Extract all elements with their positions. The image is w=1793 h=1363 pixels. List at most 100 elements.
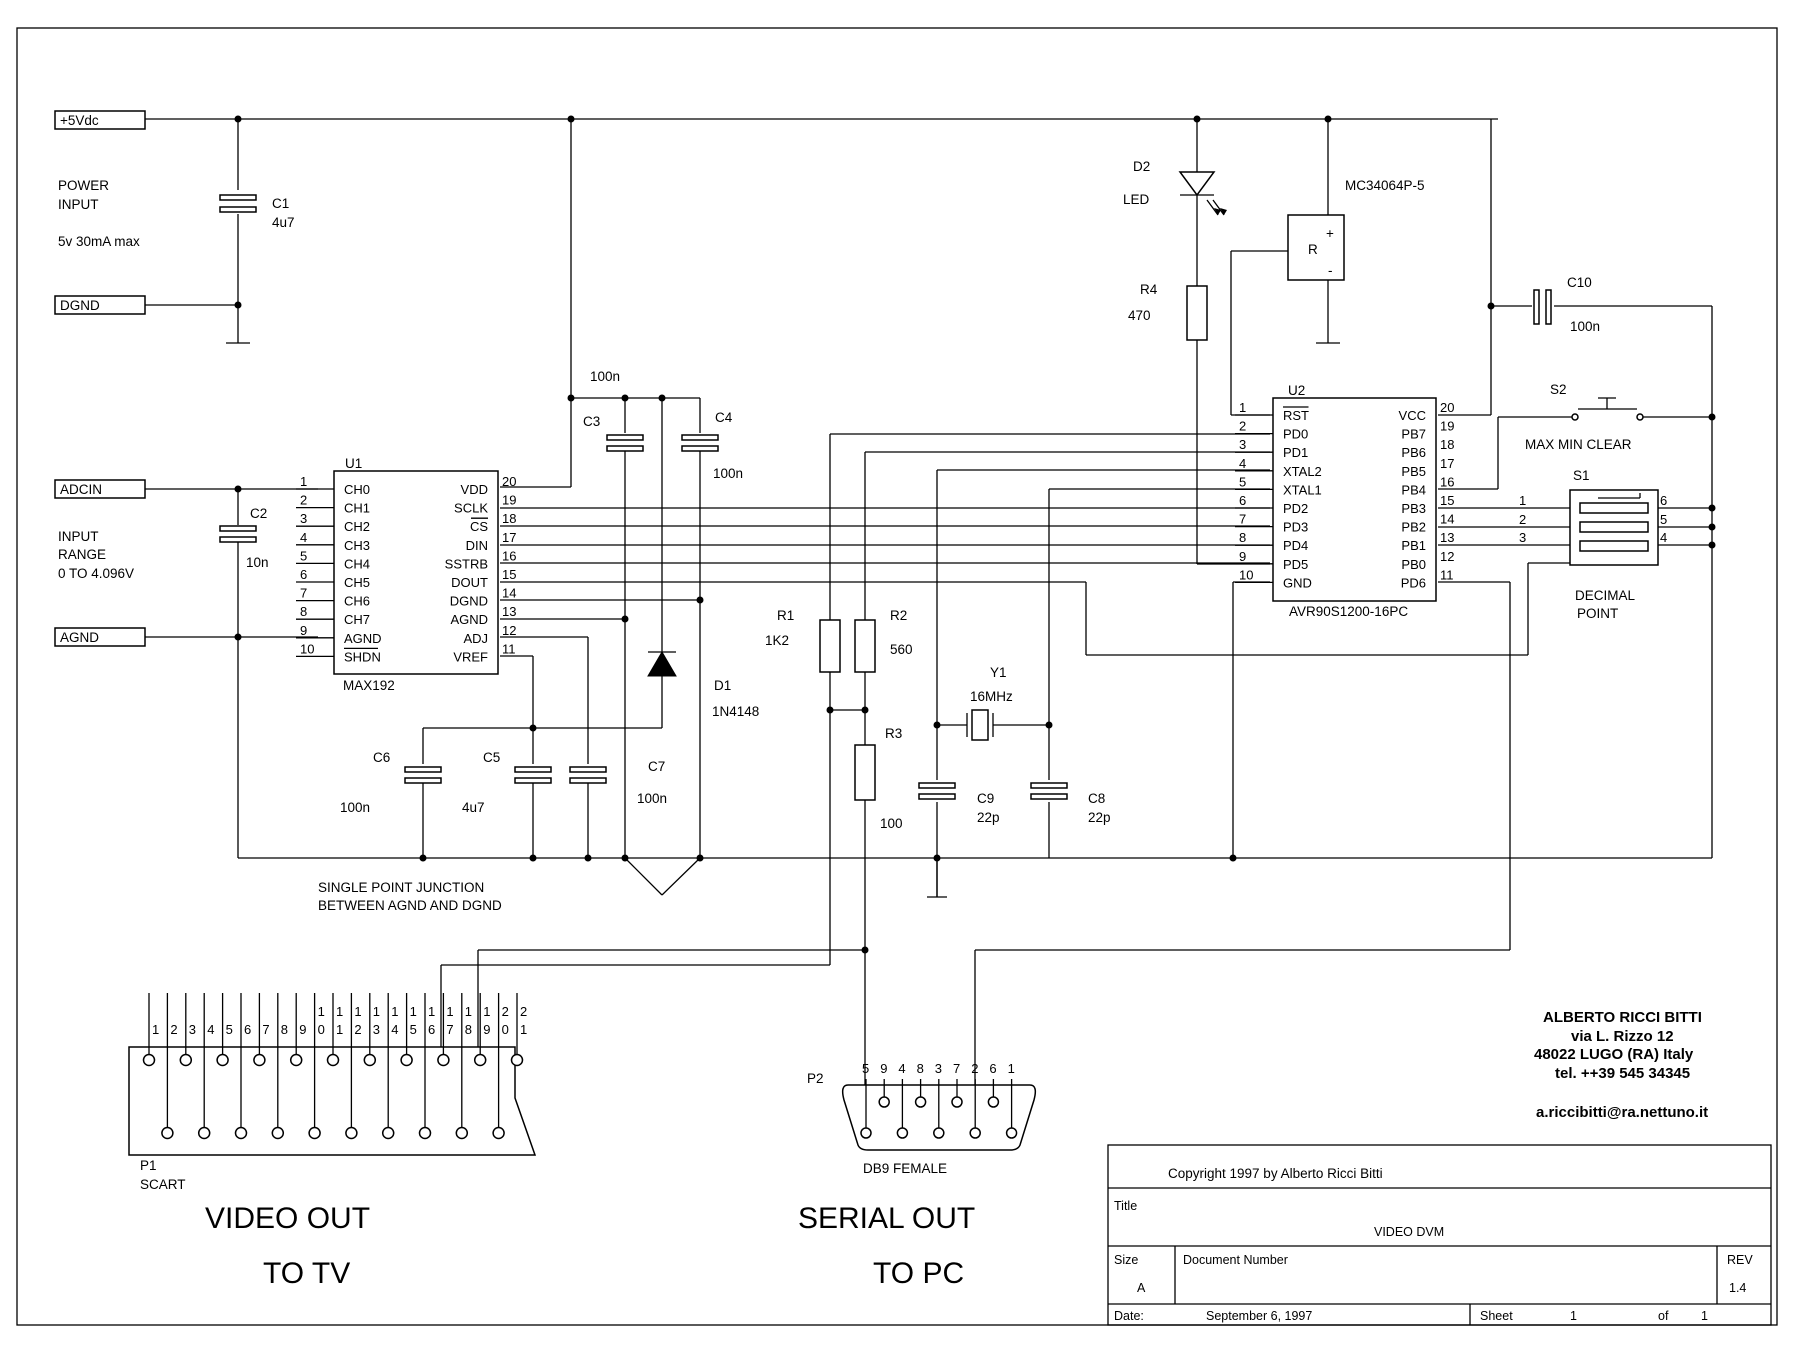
- range-note-3: 0 TO 4.096V: [58, 566, 134, 581]
- junction-dot: [1229, 854, 1237, 862]
- db9-pin-hole: [933, 1127, 945, 1139]
- pin-name: VREF: [453, 649, 488, 664]
- pin-number: 6: [300, 567, 307, 582]
- reset-minus: -: [1328, 263, 1333, 278]
- tb-of: 1: [1701, 1309, 1708, 1323]
- scart-pin-number: 0: [318, 1022, 325, 1037]
- pin-name: PB5: [1401, 464, 1426, 479]
- scart-pin-hole: [179, 1053, 193, 1067]
- scart-pin-hole: [345, 1126, 358, 1140]
- pin-number: 17: [502, 530, 516, 545]
- junction-dot: [567, 394, 575, 402]
- pin-number: 9: [300, 623, 307, 638]
- junction-dot: [621, 615, 629, 623]
- author-street: via L. Rizzo 12: [1571, 1028, 1674, 1045]
- scart-pin-hole: [253, 1053, 266, 1067]
- tb-rev-label: REV: [1727, 1253, 1753, 1267]
- junction-dot: [1708, 523, 1716, 531]
- c4-value: 100n: [713, 466, 743, 481]
- scart-pin-number: 1: [410, 1004, 417, 1019]
- c2-ref: C2: [250, 506, 267, 521]
- u2-ref: U2: [1288, 383, 1305, 398]
- db9-pin-number: 3: [935, 1061, 942, 1076]
- p2-name: DB9 FEMALE: [863, 1161, 947, 1176]
- s2-ref: S2: [1550, 382, 1567, 397]
- pin-number: 14: [1440, 512, 1454, 527]
- scart-pin-hole: [216, 1053, 229, 1067]
- scart-pin-hole: [271, 1126, 285, 1140]
- pin-number: 15: [502, 567, 516, 582]
- junction-dot: [584, 854, 592, 862]
- s2-value: MAX MIN CLEAR: [1525, 437, 1632, 452]
- pin-name: PD5: [1283, 557, 1308, 572]
- c8-value: 22p: [1088, 810, 1111, 825]
- db9-pin-hole: [860, 1127, 872, 1139]
- r2-ref: R2: [890, 608, 907, 623]
- range-note-2: RANGE: [58, 547, 106, 562]
- u1-pins: 1CH02CH13CH24CH35CH46CH57CH68CH79AGND10S…: [296, 474, 516, 664]
- pin-name: PB6: [1401, 445, 1426, 460]
- pin-name: CH5: [344, 575, 370, 590]
- u2-pins: 1RST2PD03PD14XTAL25XTAL16PD27PD38PD49PD5…: [1235, 400, 1454, 590]
- scart-pin-hole: [326, 1053, 340, 1067]
- scart-pin-hole: [234, 1126, 248, 1140]
- pin-name: RST: [1283, 408, 1309, 423]
- scart-pin-number: 2: [354, 1022, 361, 1037]
- scart-pin-number: 3: [373, 1022, 380, 1037]
- scart-pin-hole: [308, 1126, 321, 1140]
- s1-pin-3: 3: [1519, 530, 1526, 545]
- c10-ref: C10: [1567, 275, 1592, 290]
- d2-ref: D2: [1133, 159, 1150, 174]
- junction-dot: [933, 854, 941, 862]
- scart-pin-hole: [455, 1126, 469, 1140]
- scart-pin-number: 5: [226, 1022, 233, 1037]
- pin-name: PD4: [1283, 538, 1308, 553]
- db9-pin-hole: [896, 1127, 909, 1139]
- c6-ref: C6: [373, 750, 390, 765]
- range-note-1: INPUT: [58, 529, 99, 544]
- pin-number: 12: [502, 623, 516, 638]
- pin-number: 18: [502, 511, 516, 526]
- tb-title: VIDEO DVM: [1374, 1225, 1444, 1239]
- u1-part: MAX192: [343, 678, 395, 693]
- pin-name: PD6: [1401, 575, 1426, 590]
- c7-ref: C7: [648, 759, 665, 774]
- diode-d1: [647, 651, 677, 677]
- scart-pin-number: 1: [391, 1004, 398, 1019]
- junction-dot: [861, 946, 869, 954]
- pin-number: 5: [1239, 474, 1246, 489]
- author-email: a.riccibitti@ra.nettuno.it: [1536, 1104, 1708, 1121]
- db9-pin-number: 2: [971, 1061, 978, 1076]
- capacitor-c5: [514, 766, 607, 784]
- junction-dot: [696, 854, 704, 862]
- scart-pin-hole: [142, 1053, 156, 1067]
- author-name: ALBERTO RICCI BITTI: [1543, 1009, 1702, 1026]
- scart-pin-number: 2: [170, 1022, 177, 1037]
- pin-name: SSTRB: [445, 556, 488, 571]
- pin-number: 16: [1440, 474, 1454, 489]
- caption-to-pc: TO PC: [873, 1257, 964, 1290]
- pin-number: 4: [300, 530, 307, 545]
- power-note-2: INPUT: [58, 197, 99, 212]
- junction-dot: [658, 394, 666, 402]
- caption-to-tv: TO TV: [263, 1257, 350, 1290]
- u2-part: AVR90S1200-16PC: [1289, 604, 1408, 619]
- pin-name: PD2: [1283, 501, 1308, 516]
- pin-number: 12: [1440, 549, 1454, 564]
- pin-name: PB7: [1401, 427, 1426, 442]
- dynamic-shapes: [234, 115, 1716, 954]
- s1-pin-1: 1: [1519, 493, 1526, 508]
- power-spec: 5v 30mA max: [58, 234, 140, 249]
- port-dgnd-label: DGND: [60, 298, 100, 313]
- junction-dot: [933, 721, 941, 729]
- port-vdc-label: +5Vdc: [60, 113, 99, 128]
- c6-value: 100n: [340, 800, 370, 815]
- pin-number: 17: [1440, 456, 1454, 471]
- junction-dot: [1708, 413, 1716, 421]
- junction-dot: [419, 854, 427, 862]
- port-adcin-label: ADCIN: [60, 482, 102, 497]
- r4-ref: R4: [1140, 282, 1158, 297]
- switch-s2: [1571, 397, 1644, 421]
- pin-number: 6: [1239, 493, 1246, 508]
